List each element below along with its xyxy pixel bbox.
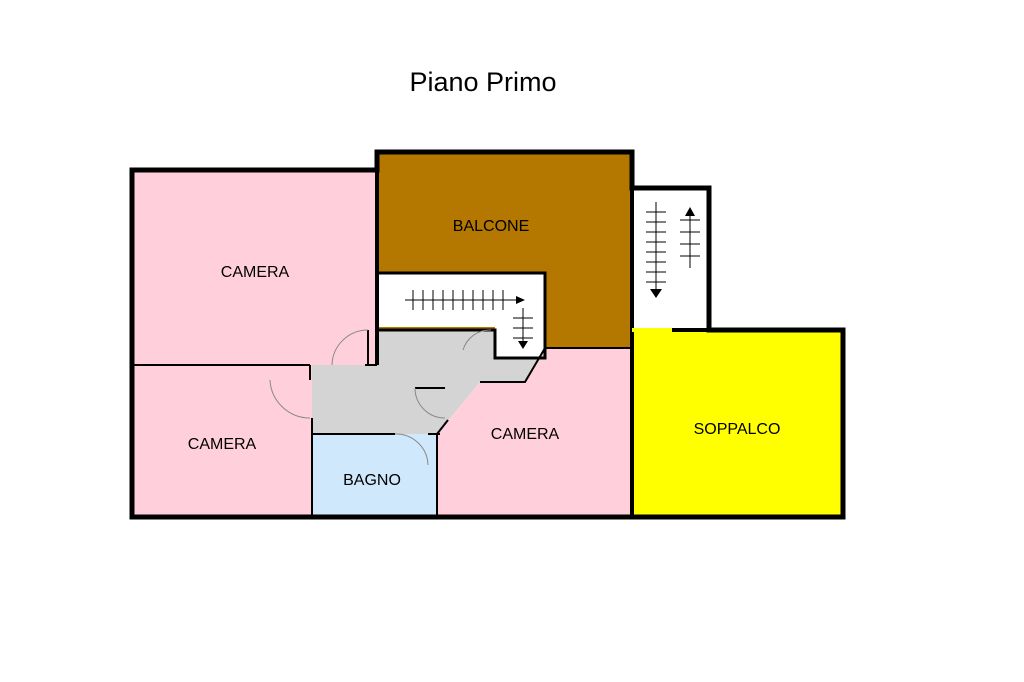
room-camera-bottom-left bbox=[132, 365, 312, 517]
room-bagno bbox=[312, 434, 437, 517]
arrow-down-icon bbox=[650, 289, 662, 298]
doors bbox=[269, 329, 492, 466]
label-camera-top-left: CAMERA bbox=[221, 264, 290, 281]
stairs-right-up bbox=[680, 214, 700, 268]
label-camera-bottom-left: CAMERA bbox=[188, 436, 257, 453]
room-camera-top-left bbox=[132, 170, 377, 365]
interior-walls bbox=[132, 170, 709, 517]
label-camera-center: CAMERA bbox=[491, 426, 560, 443]
arrow-right-icon bbox=[516, 296, 525, 304]
label-bagno: BAGNO bbox=[343, 472, 401, 489]
plan-title: Piano Primo bbox=[409, 67, 556, 97]
stairs-right-down bbox=[646, 202, 666, 290]
stair-well-right bbox=[632, 188, 709, 330]
arrow-up-icon bbox=[685, 207, 695, 216]
label-soppalco: SOPPALCO bbox=[694, 421, 781, 438]
room-soppalco bbox=[632, 330, 843, 517]
stair-opening-small bbox=[495, 320, 545, 358]
exterior-wall bbox=[129, 149, 846, 520]
arrow-down-icon bbox=[518, 341, 528, 349]
room-corridoio bbox=[312, 330, 545, 434]
stairs-main bbox=[405, 290, 520, 310]
stairs-small bbox=[513, 308, 533, 344]
room-camera-center bbox=[437, 348, 632, 517]
label-balcone: BALCONE bbox=[453, 218, 529, 235]
